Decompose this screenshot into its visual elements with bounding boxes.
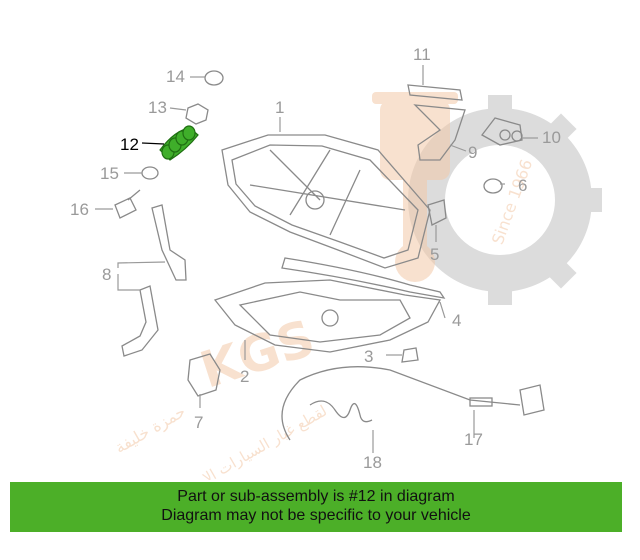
callout-10: 10 bbox=[542, 128, 561, 147]
callout-3: 3 bbox=[364, 347, 373, 366]
callout-14: 14 bbox=[166, 67, 185, 86]
bumper bbox=[427, 199, 447, 226]
callout-8: 8 bbox=[102, 265, 111, 284]
hinge-bracket bbox=[407, 84, 463, 101]
banner-line-2: Diagram may not be specific to your vehi… bbox=[161, 507, 471, 524]
watermark-gear-icon bbox=[408, 95, 602, 305]
callout-6: 6 bbox=[518, 176, 527, 195]
callout-2: 2 bbox=[240, 367, 249, 386]
callout-7: 7 bbox=[194, 413, 203, 432]
prop-rod-lower bbox=[121, 285, 159, 357]
callout-5: 5 bbox=[430, 245, 439, 264]
part-info-banner: Part or sub-assembly is #12 in diagram D… bbox=[10, 482, 622, 532]
prop-rod-upper bbox=[151, 204, 187, 281]
support-spring bbox=[309, 400, 373, 423]
callout-13: 13 bbox=[148, 98, 167, 117]
cap bbox=[483, 178, 503, 194]
callout-15: 15 bbox=[100, 164, 119, 183]
callout-17: 17 bbox=[464, 430, 483, 449]
nut bbox=[185, 103, 209, 125]
latch bbox=[187, 353, 221, 397]
hood-outer-panel bbox=[221, 134, 431, 269]
highlighted-part-12[interactable] bbox=[159, 125, 199, 161]
callout-1: 1 bbox=[275, 98, 284, 117]
release-cable bbox=[281, 366, 521, 441]
callout-16: 16 bbox=[70, 200, 89, 219]
washer-small bbox=[141, 166, 159, 180]
callout-4: 4 bbox=[452, 311, 461, 330]
hood-inner-panel bbox=[213, 279, 442, 353]
washer bbox=[204, 70, 224, 86]
weatherstrip bbox=[281, 257, 446, 299]
callout-9: 9 bbox=[468, 143, 477, 162]
parts-diagram: KGS Since 1966 حمزة خليفة لقطع غيار السي… bbox=[70, 45, 602, 480]
bolt bbox=[114, 189, 141, 219]
striker bbox=[401, 347, 419, 363]
banner-line-1: Part or sub-assembly is #12 in diagram bbox=[177, 488, 455, 505]
callout-11: 11 bbox=[413, 45, 431, 64]
watermark-arabic-1: حمزة خليفة bbox=[112, 402, 190, 458]
callout-18: 18 bbox=[363, 453, 382, 472]
callout-12[interactable]: 12 bbox=[120, 135, 139, 154]
watermark-arabic-2: لقطع غيار السيارات الامريكية bbox=[164, 402, 330, 480]
